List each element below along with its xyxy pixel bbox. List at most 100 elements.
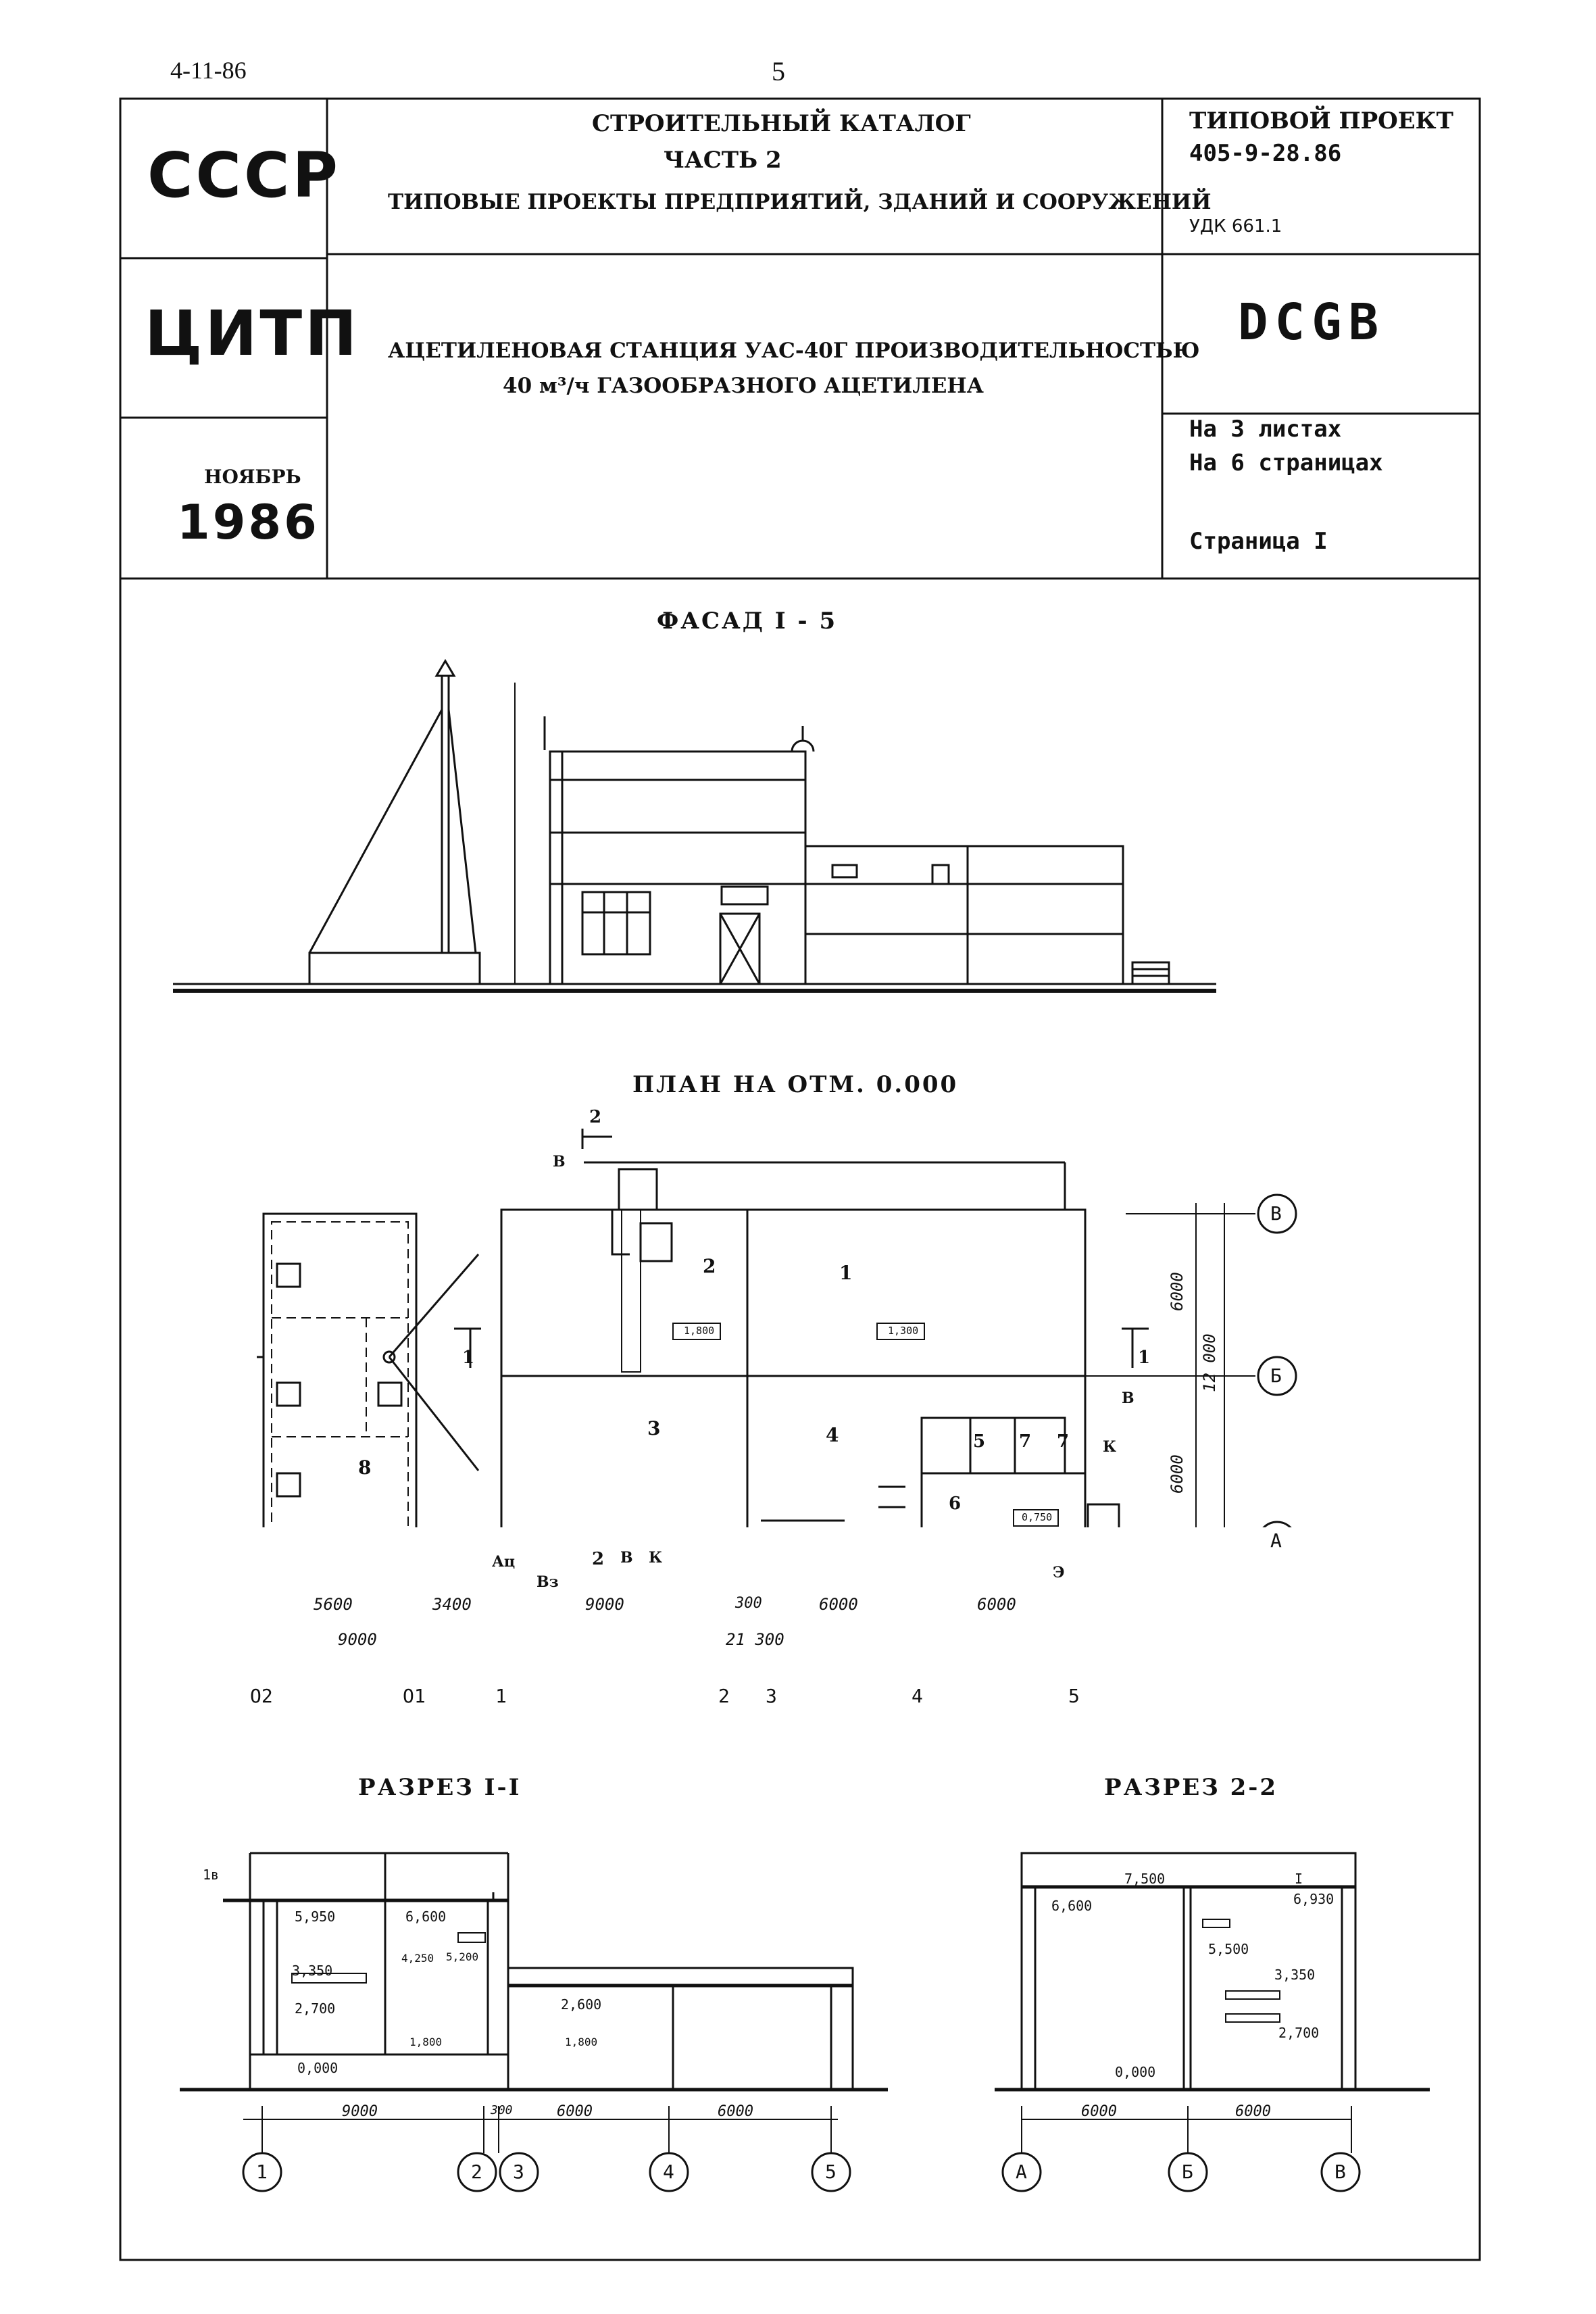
page-number: 5 <box>772 56 785 87</box>
page-count: На 6 страницах <box>1189 449 1383 476</box>
axis-label: 1 <box>256 2161 268 2183</box>
elev-mark: 1,800 <box>565 2036 598 2048</box>
page-label: Страница I <box>1189 528 1328 555</box>
elev-mark: 0,000 <box>1115 2064 1156 2080</box>
dim-top: 5600 <box>314 1595 353 1614</box>
elev-mark: 6,600 <box>405 1909 447 1925</box>
dim-label: 6000 <box>718 2103 753 2120</box>
dim-top: 9000 <box>585 1595 624 1614</box>
room-mark: 1,800 <box>684 1325 715 1337</box>
sections-drawing <box>180 1852 1430 2192</box>
dim-top: 6000 <box>819 1595 858 1614</box>
dim-label: 9000 <box>342 2103 378 2120</box>
axis-label: 1 <box>495 1685 507 1707</box>
sheet-count: На 3 листах <box>1189 416 1342 443</box>
room-number: 7 <box>1019 1431 1032 1452</box>
plan-title: ПЛАН НА ОТМ. 0.000 <box>632 1071 959 1098</box>
elev-mark: 5,500 <box>1208 1941 1249 1957</box>
axis-label: А <box>1016 2161 1027 2183</box>
dim-top: 300 <box>735 1595 762 1612</box>
dim-right: 6000 <box>1168 1272 1187 1311</box>
udk: УДК 661.1 <box>1189 216 1282 237</box>
elev-mark: 1в <box>203 1867 220 1883</box>
cut-mark: 2 <box>589 1107 602 1127</box>
org-citp: ЦИТП <box>145 297 360 370</box>
room-number: 6 <box>949 1494 962 1514</box>
room-number: 4 <box>826 1424 839 1446</box>
axis-label: Б <box>1182 2161 1193 2183</box>
axis-label: О2 <box>250 1685 273 1707</box>
catalog-title: СТРОИТЕЛЬНЫЙ КАТАЛОГ <box>592 110 971 137</box>
dim-right: 6000 <box>1168 1454 1187 1494</box>
elev-mark: 3,350 <box>292 1963 333 1979</box>
letter-mark: Ац <box>492 1553 516 1571</box>
room-number: 2 <box>703 1255 716 1277</box>
section2-title: РАЗРЕЗ 2-2 <box>1104 1774 1278 1801</box>
dim-right: 12 000 <box>1200 1333 1219 1392</box>
facade-title: ФАСАД I - 5 <box>657 608 838 635</box>
project-title-line2: 40 м³/ч ГАЗООБРАЗНОГО АЦЕТИЛЕНА <box>503 374 984 398</box>
cut-mark: 1 <box>462 1348 475 1368</box>
plan-drawing <box>257 1129 1297 1527</box>
axis-label: 4 <box>663 2161 674 2183</box>
sheet-date: 4-11-86 <box>170 57 247 84</box>
axis-label: В <box>1270 1202 1282 1225</box>
room-number: 3 <box>647 1417 661 1439</box>
project-number: 405-9-28.86 <box>1189 140 1342 167</box>
room-mark: 1,300 <box>888 1325 919 1337</box>
room-number: 1 <box>839 1262 853 1284</box>
axis-label: О1 <box>403 1685 426 1707</box>
letter-mark: В <box>1122 1389 1134 1407</box>
elev-mark: 4,250 <box>401 1952 434 1965</box>
cut-mark: 1 <box>1138 1348 1151 1368</box>
elev-mark: 1,800 <box>409 2036 443 2048</box>
room-number: 8 <box>358 1456 372 1479</box>
elev-mark: 0,000 <box>297 2060 339 2076</box>
elev-mark: 3,350 <box>1274 1967 1316 1983</box>
letter-mark: Э <box>1053 1564 1065 1581</box>
axis-label: 5 <box>1068 1685 1080 1707</box>
dim-top: 3400 <box>432 1595 472 1614</box>
letter-mark: К <box>649 1549 663 1567</box>
elev-mark: 2,600 <box>561 1996 602 2013</box>
elev-mark: 5,200 <box>446 1950 479 1963</box>
letter-mark: В <box>553 1153 566 1171</box>
dim-total: 21 300 <box>726 1630 784 1649</box>
axis-label: А <box>1270 1529 1282 1552</box>
elev-mark: 5,950 <box>295 1909 336 1925</box>
axis-label: 5 <box>825 2161 837 2183</box>
axis-label: 3 <box>766 1685 777 1707</box>
dim-label: 6000 <box>1081 2103 1117 2120</box>
room-mark: 0,750 <box>1022 1511 1053 1523</box>
section1-title: РАЗРЕЗ I-I <box>358 1774 522 1801</box>
elev-mark: 2,700 <box>295 2000 336 2017</box>
dim-total: 9000 <box>338 1630 377 1649</box>
letter-mark: Вз <box>537 1573 559 1591</box>
elev-mark: 7,500 <box>1124 1871 1166 1887</box>
elev-mark: I <box>1295 1871 1303 1887</box>
axis-label: 4 <box>912 1685 923 1707</box>
elev-mark: 6,600 <box>1051 1898 1093 1914</box>
project-title-line1: АЦЕТИЛЕНОВАЯ СТАНЦИЯ УАС-40Г ПРОИЗВОДИТЕ… <box>388 339 1200 363</box>
doc-code: DCGB <box>1238 293 1386 351</box>
axis-label: 2 <box>718 1685 730 1707</box>
letter-mark: К <box>1103 1438 1117 1456</box>
catalog-part: ЧАСТЬ 2 <box>664 147 782 174</box>
org-ussr: СССР <box>147 139 341 212</box>
room-number: 5 <box>973 1431 986 1452</box>
axis-label: В <box>1335 2161 1346 2183</box>
cut-mark: 2 <box>592 1549 605 1569</box>
issue-year: 1986 <box>177 495 320 550</box>
facade-drawing <box>173 659 1216 993</box>
elev-mark: 2,700 <box>1278 2025 1320 2041</box>
issue-month: НОЯБРЬ <box>204 466 301 488</box>
letter-mark: В <box>620 1549 633 1567</box>
dim-label: 300 <box>491 2103 513 2117</box>
axis-label: Б <box>1270 1364 1282 1387</box>
axis-label: 3 <box>513 2161 524 2183</box>
dim-top: 6000 <box>977 1595 1016 1614</box>
dim-label: 6000 <box>557 2103 593 2120</box>
elev-mark: 6,930 <box>1293 1891 1335 1907</box>
dim-label: 6000 <box>1235 2103 1271 2120</box>
